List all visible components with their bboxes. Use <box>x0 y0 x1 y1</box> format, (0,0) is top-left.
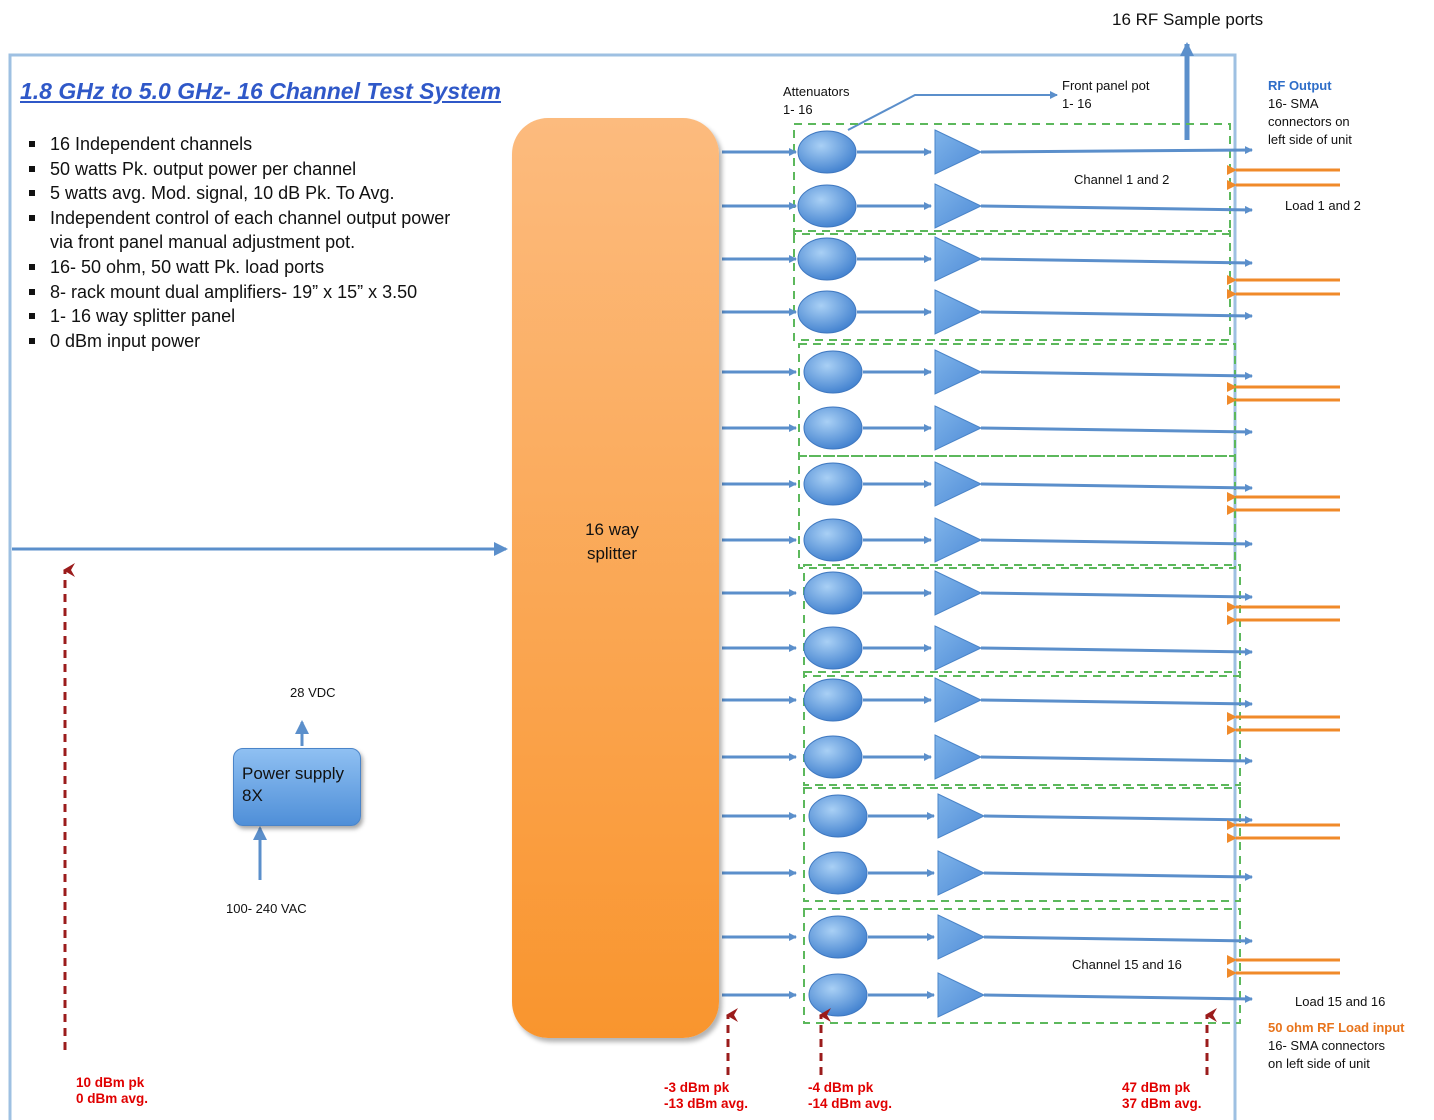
amplifier-output-arrow <box>983 814 1253 824</box>
attenuator <box>803 518 863 562</box>
front-panel-pot-label: Front panel pot 1- 16 <box>1062 78 1150 111</box>
amplifier <box>934 570 983 616</box>
amplifier <box>934 734 983 780</box>
power-supply-block: Power supply 8X <box>233 748 361 826</box>
amplifier <box>934 129 983 175</box>
amplifier <box>934 517 983 563</box>
power-supply-input-label: 100- 240 VAC <box>226 901 307 916</box>
amplifier <box>934 349 983 395</box>
channel-pair-box <box>803 787 1241 902</box>
channel-top-label: Channel 1 and 2 <box>1074 172 1170 187</box>
amplifier <box>937 793 986 839</box>
power-supply-label: Power supply 8X <box>242 764 345 805</box>
splitter-block <box>512 118 719 1038</box>
power-supply-output-label: 28 VDC <box>290 685 336 700</box>
amplifier <box>937 972 986 1018</box>
attenuator <box>797 290 857 334</box>
feature-item: 8- rack mount dual amplifiers- 19” x 15”… <box>26 280 450 305</box>
feature-item: 16 Independent channels <box>26 132 450 157</box>
amplifier-output-arrow <box>980 482 1253 492</box>
amplifier <box>937 850 986 896</box>
attenuator <box>797 184 857 228</box>
amplifier-output-arrow <box>980 538 1253 548</box>
feature-item: 16- 50 ohm, 50 watt Pk. load ports <box>26 255 450 280</box>
amplifier-output-arrow <box>980 257 1253 267</box>
amplifier-output-arrow <box>980 698 1253 708</box>
feature-item: 5 watts avg. Mod. signal, 10 dB Pk. To A… <box>26 181 450 206</box>
amplifier-output-arrow <box>983 993 1253 1003</box>
rf-output-heading: RF Output <box>1268 78 1332 93</box>
attenuator <box>803 406 863 450</box>
diagram-title: 1.8 GHz to 5.0 GHz- 16 Channel Test Syst… <box>20 78 502 104</box>
splitter-label: 16 way splitter <box>585 520 639 563</box>
amplifier-output-arrow <box>980 755 1253 765</box>
amplifier-output-arrow <box>980 591 1253 601</box>
amplifier <box>934 289 983 335</box>
attenuator <box>808 794 868 838</box>
channel-pair-box <box>798 343 1236 457</box>
amplifier-output-arrow <box>980 426 1253 436</box>
load-top-label: Load 1 and 2 <box>1285 198 1361 213</box>
attenuator <box>803 571 863 615</box>
channel-pair-box <box>793 123 1231 235</box>
system-frame <box>8 53 1237 1120</box>
amplifier-level-label: 47 dBm pk 37 dBm avg. <box>1122 1080 1202 1111</box>
attenuators-label: Attenuators 1- 16 <box>783 84 850 117</box>
attenuator-level-label: -4 dBm pk -14 dBm avg. <box>808 1080 893 1111</box>
channel-pair-box <box>798 455 1236 569</box>
attenuator <box>797 237 857 281</box>
channel-pair-box <box>793 230 1231 341</box>
splitter-level-label: -3 dBm pk -13 dBm avg. <box>664 1080 749 1111</box>
load-bottom-label: Load 15 and 16 <box>1295 994 1386 1009</box>
amplifier-output-arrow <box>980 310 1253 320</box>
feature-item-continuation: via front panel manual adjustment pot. <box>50 232 356 253</box>
load-input-text: 16- SMA connectors on left side of unit <box>1268 1038 1386 1071</box>
amplifier <box>934 625 983 671</box>
amplifier <box>934 405 983 451</box>
rf-output-text: 16- SMA connectors on left side of unit <box>1268 96 1352 147</box>
attenuator <box>808 915 868 959</box>
front-panel-pot-leader <box>847 91 1058 131</box>
channels-group <box>722 123 1340 1024</box>
amplifier <box>934 461 983 507</box>
feature-item: Independent control of each channel outp… <box>26 206 450 231</box>
amplifier-output-arrow <box>980 370 1253 380</box>
amplifier-output-arrow <box>980 146 1253 155</box>
channel-pair-box <box>803 671 1241 786</box>
feature-list: 16 Independent channels 50 watts Pk. out… <box>26 132 450 353</box>
feature-item: 50 watts Pk. output power per channel <box>26 157 450 182</box>
channel-pair-box <box>803 908 1241 1024</box>
feature-item: 1- 16 way splitter panel <box>26 304 450 329</box>
sample-ports-label: 16 RF Sample ports <box>1112 10 1264 29</box>
amplifier <box>937 914 986 960</box>
attenuator <box>803 626 863 670</box>
attenuator <box>803 678 863 722</box>
amplifier <box>934 677 983 723</box>
amplifier-output-arrow <box>980 646 1253 656</box>
attenuator <box>803 350 863 394</box>
channel-pair-box <box>803 564 1241 677</box>
attenuator <box>803 462 863 506</box>
attenuator <box>808 973 868 1017</box>
amplifier-output-arrow <box>983 935 1253 945</box>
attenuator <box>803 735 863 779</box>
feature-item: 0 dBm input power <box>26 329 450 354</box>
attenuator <box>808 851 868 895</box>
attenuator <box>797 130 857 174</box>
load-input-heading: 50 ohm RF Load input <box>1268 1020 1405 1035</box>
amplifier-output-arrow <box>980 204 1253 214</box>
amplifier-output-arrow <box>983 871 1253 881</box>
amplifier <box>934 236 983 282</box>
amplifier <box>934 183 983 229</box>
channel-bottom-label: Channel 15 and 16 <box>1072 957 1182 972</box>
input-level-label: 10 dBm pk 0 dBm avg. <box>76 1075 149 1106</box>
